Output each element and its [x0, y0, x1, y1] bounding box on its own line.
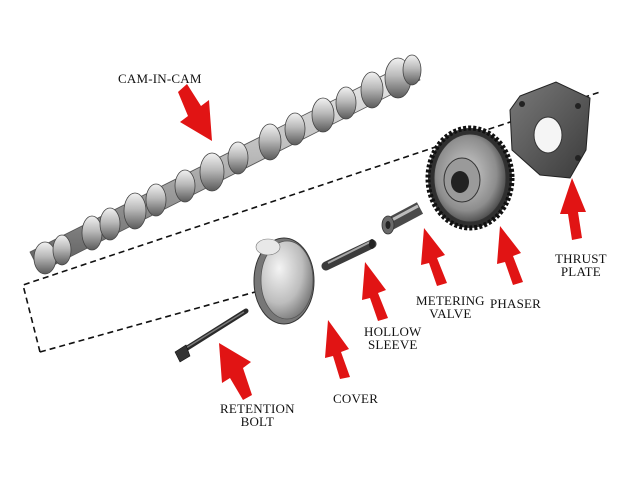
arrow-retention-bolt [219, 343, 252, 400]
arrow-thrust-plate [560, 178, 586, 240]
label-phaser: PHASER [490, 297, 541, 310]
label-retention-bolt-line-2: BOLT [240, 414, 275, 429]
callout-arrows [178, 84, 586, 400]
label-metering-valve-line-1: METERING [416, 293, 485, 308]
label-thrust-plate-line-1: THRUST [555, 251, 607, 266]
label-retention-bolt-line-1: RETENTION [220, 401, 295, 416]
cover-part [253, 237, 315, 325]
label-hollow-sleeve-line-1: HOLLOW [364, 324, 422, 339]
label-hollow-sleeve: HOLLOW SLEEVE [364, 325, 422, 351]
arrow-cover [325, 320, 350, 379]
label-hollow-sleeve-line-2: SLEEVE [367, 337, 418, 352]
retention-bolt-part [174, 308, 249, 363]
arrow-metering-valve [421, 228, 447, 286]
arrow-hollow-sleeve [362, 262, 388, 321]
assembly-dashed-line-lower [39, 291, 256, 353]
label-cam-in-cam: CAM-IN-CAM [118, 72, 202, 85]
hollow-sleeve-part [321, 239, 377, 271]
label-thrust-plate-line-2: PLATE [560, 264, 601, 279]
assembly-dashed-line [22, 91, 601, 353]
arrow-cam-in-cam [178, 84, 212, 141]
label-retention-bolt: RETENTION BOLT [220, 402, 295, 428]
label-cam-in-cam-text: CAM-IN-CAM [118, 71, 202, 86]
label-phaser-text: PHASER [490, 296, 542, 311]
thrust-plate-part [509, 81, 591, 179]
label-cover-text: COVER [333, 391, 379, 406]
label-metering-valve-line-2: VALVE [429, 306, 472, 321]
label-thrust-plate: THRUST PLATE [555, 252, 607, 278]
phaser-part [425, 125, 515, 231]
label-cover: COVER [333, 392, 378, 405]
camshaft [29, 54, 422, 275]
arrow-phaser [497, 226, 523, 285]
metering-valve-part [381, 202, 424, 235]
label-metering-valve: METERING VALVE [416, 294, 485, 320]
